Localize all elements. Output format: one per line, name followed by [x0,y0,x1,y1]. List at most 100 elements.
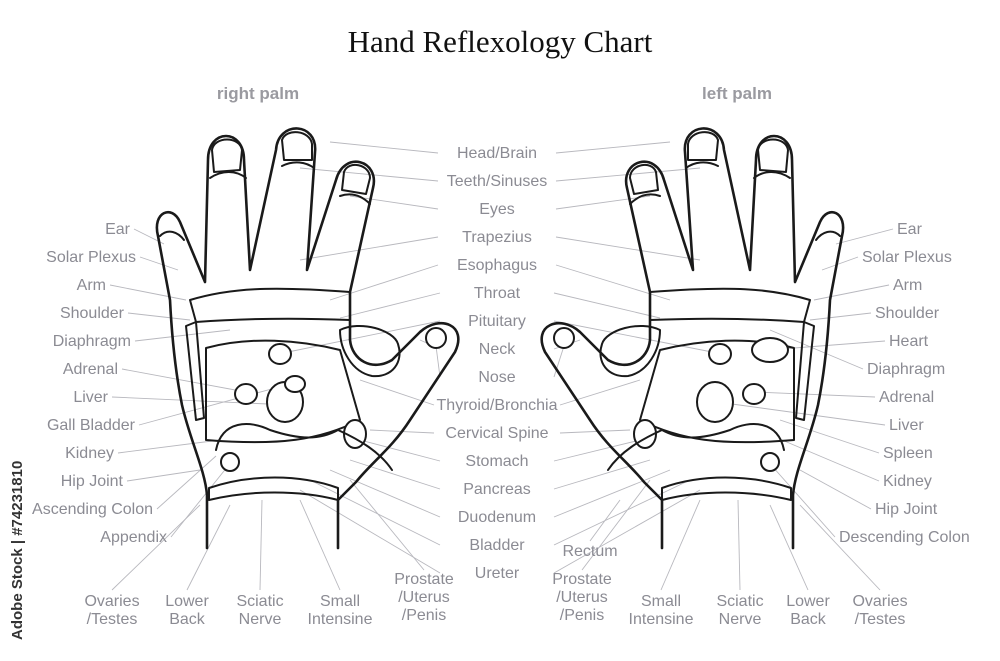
right-label-solar-plexus: Solar Plexus [46,249,136,266]
left-bottom-sciatic-2: Nerve [719,611,762,628]
leader-line-46 [813,284,890,301]
leader-line-55 [771,465,836,538]
leader-line-8 [435,345,441,378]
right-gall-zone [284,375,306,393]
left-palm-heading: left palm [702,84,772,103]
leader-line-16 [555,141,671,154]
left-label-arm: Arm [893,277,922,294]
left-palm-mid-zone [639,339,795,444]
left-label-heart: Heart [889,333,929,350]
leader-line-31 [553,489,701,574]
right-label-ear: Ear [105,221,131,238]
left-label-diaphragm: Diaphragm [867,361,945,378]
left-fingertip-1 [757,138,789,173]
right-fingertip-3 [341,163,371,195]
leader-line-22 [553,320,713,353]
left-finger-crease-2 [685,161,719,169]
left-liver-zone [696,381,734,423]
left-finger-crease-3 [629,193,661,205]
left-label-kidney: Kidney [883,473,932,490]
right-palm-heading: right palm [217,84,299,103]
right-adrenal-zone [234,383,258,405]
label-teeth-sinuses: Teeth/Sinuses [447,173,548,190]
leader-line-36 [134,329,231,342]
leader-line-26 [559,429,631,434]
leader-line-24 [553,345,565,378]
right-pituitary-zone [268,343,292,365]
leader-line-52 [779,419,880,454]
left-finger-crease-1 [753,171,791,179]
right-fingertip-1 [211,138,243,173]
label-throat: Throat [474,285,521,302]
left-bottom-prostate-2: /Uterus [556,589,608,606]
left-colon-zone [760,452,780,472]
left-palm-top-zone [649,287,811,323]
leader-line-64 [769,504,809,591]
left-pituitary-zone [708,343,732,365]
right-bottom-sciatic-2: Nerve [239,611,282,628]
leader-line-35 [127,312,191,321]
label-bladder: Bladder [469,537,525,554]
left-label-descending-colon: Descending Colon [839,529,970,546]
right-label-liver: Liver [73,389,108,406]
leader-line-56 [111,504,201,591]
leader-line-54 [799,469,872,510]
right-bottom-prostate-1: Prostate [394,571,454,588]
leader-line-51 [731,403,886,426]
leader-line-15 [299,489,441,574]
right-thumb-zone [425,327,447,349]
right-label-gall-bladder: Gall Bladder [47,417,136,434]
leader-line-19 [555,236,701,261]
stock-side-code: Adobe Stock | #74231810 [9,461,26,640]
right-thumb-base [339,325,401,378]
leader-line-53 [781,439,880,482]
leader-line-65 [799,504,881,591]
right-finger-crease-2 [281,161,315,169]
left-bottom-ovaries-2: /Testes [855,611,906,628]
label-head-brain: Head/Brain [457,145,537,162]
leader-line-49 [769,329,864,370]
leader-line-41 [126,469,201,482]
left-thumb-zone [553,327,575,349]
left-adrenal-zone [742,383,766,405]
leader-line-6 [287,320,441,353]
right-palm-illustration [155,127,460,550]
leader-line-40 [117,439,221,454]
leader-line-33 [139,256,179,271]
left-label-ear: Ear [897,221,923,238]
leader-line-66 [589,499,621,542]
label-cervical-spine: Cervical Spine [445,425,548,442]
label-neck: Neck [479,341,516,358]
right-label-appendix: Appendix [100,529,167,546]
leader-line-45 [821,256,859,271]
right-bottom-lower-back-1: Lower [165,593,209,610]
right-bottom-prostate-2: /Uterus [398,589,450,606]
leader-line-60 [349,479,425,571]
right-label-ascending-colon: Ascending Colon [32,501,153,518]
label-thyroid-bronchia: Thyroid/Bronchia [437,397,558,414]
leader-line-58 [259,499,263,591]
leader-line-5 [339,292,441,319]
leader-line-25 [559,379,641,406]
left-bottom-ovaries-1: Ovaries [852,593,907,610]
left-palm-side-labels: Ear Solar Plexus Arm Shoulder Heart Diap… [839,221,970,546]
left-palm-left-zone [795,321,815,421]
label-nose: Nose [478,369,515,386]
left-label-spleen: Spleen [883,445,933,462]
right-label-kidney: Kidney [65,445,114,462]
leader-line-61 [581,479,651,571]
right-palm-bottom-labels: Ovaries /Testes Lower Back Sciatic Nerve… [84,571,453,628]
leader-line-0 [329,141,439,154]
leader-line-20 [555,264,671,301]
leader-line-21 [553,292,661,319]
right-label-diaphragm: Diaphragm [53,333,131,350]
right-label-hip-joint: Hip Joint [61,473,124,490]
left-intestine-path [607,423,785,471]
leader-line-18 [555,195,651,210]
left-bottom-lower-back-1: Lower [786,593,830,610]
leader-line-27 [553,439,641,462]
leader-line-13 [329,469,441,518]
left-finger-crease-4 [815,230,841,241]
leader-line-63 [737,499,741,591]
